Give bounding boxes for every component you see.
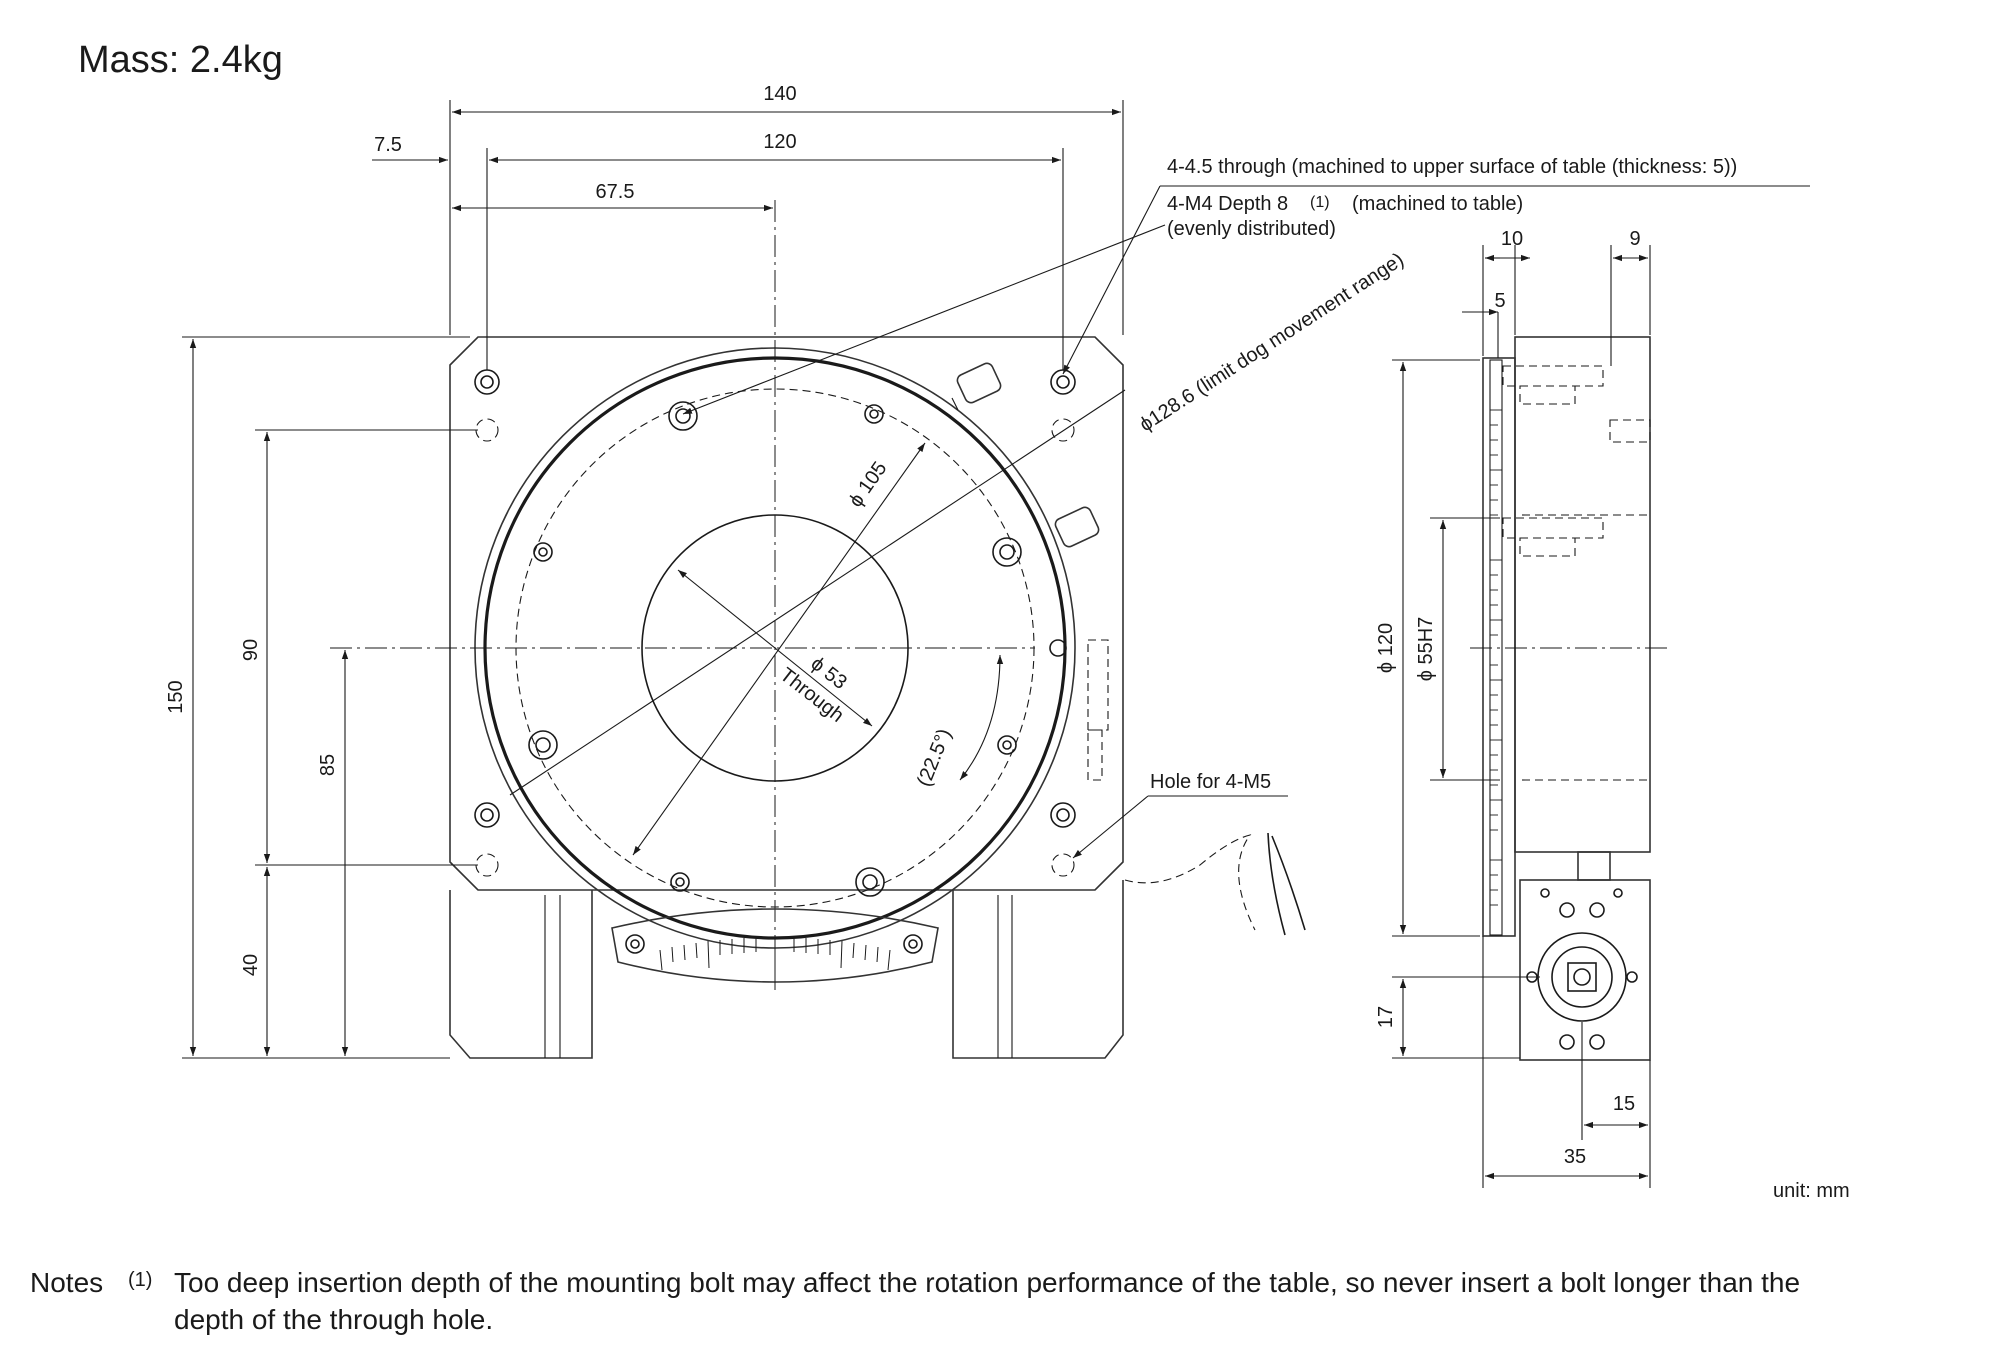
notes-line-1: Too deep insertion depth of the mounting…	[174, 1267, 1801, 1298]
angular-scale-ticks	[659, 936, 891, 985]
hidden-hole-right-upper	[1051, 418, 1075, 442]
lower-housing	[449, 890, 593, 1059]
corner-hole-bottom-left	[474, 802, 500, 828]
dim-67-5: 67.5	[596, 181, 635, 203]
callout-tapped-holes: 4-M4 Depth 8	[1167, 193, 1288, 215]
dim-85: 85	[317, 754, 339, 776]
dim-side-5: 5	[1494, 290, 1505, 312]
dim-40: 40	[240, 954, 262, 976]
notes-ref: (1)	[128, 1269, 153, 1291]
unit-label: unit: mm	[1773, 1180, 1850, 1202]
side-flange	[1482, 357, 1516, 937]
hidden-hole-left-lower	[475, 853, 499, 877]
dim-angle: (22.5°)	[913, 726, 956, 790]
base-plate-outline	[449, 336, 1124, 891]
dim-7-5: 7.5	[374, 134, 402, 156]
dim-limit-dog: ϕ128.6 (limit dog movement range)	[1136, 249, 1408, 436]
dim-140: 140	[763, 83, 796, 105]
corner-hole-top-left	[474, 369, 500, 395]
dim-150: 150	[165, 680, 187, 713]
hidden-hole-right-lower	[1051, 853, 1075, 877]
table-holes	[528, 401, 1022, 897]
side-view	[1470, 336, 1670, 1061]
dim-side-9: 9	[1629, 228, 1640, 250]
dim-side-35: 35	[1564, 1146, 1586, 1168]
corner-hole-bottom-right	[1050, 802, 1076, 828]
dim-90: 90	[240, 639, 262, 661]
dim-side-10: 10	[1501, 228, 1523, 250]
limit-switch	[1049, 639, 1109, 781]
side-scale-ticks	[1490, 409, 1502, 906]
dim-side-phi-55h7: ϕ 55H7	[1415, 617, 1437, 682]
side-body	[1514, 336, 1651, 853]
callout-mount-holes: Hole for 4-M5	[1150, 771, 1271, 793]
dim-phi-105: ϕ 105	[845, 458, 892, 512]
cable	[1124, 834, 1256, 931]
callout-tapped-suffix: (machined to table)	[1352, 193, 1523, 215]
front-view	[330, 200, 1306, 1059]
callout-note-ref: (1)	[1310, 194, 1330, 211]
notes-label: Notes	[30, 1267, 104, 1298]
angular-scale-plate	[611, 908, 939, 983]
callout-distribution: (evenly distributed)	[1167, 218, 1336, 240]
callout-through-holes: 4-4.5 through (machined to upper surface…	[1167, 156, 1737, 178]
lower-housing-right	[952, 880, 1124, 1059]
callouts: 4-4.5 through (machined to upper surface…	[682, 156, 1810, 859]
clamp-knob-right	[1054, 506, 1100, 548]
side-dimensions: 10 9 5 ϕ 120 ϕ 55H7 17 15 35	[1375, 228, 1651, 1188]
mass-title: Mass: 2.4kg	[78, 39, 283, 81]
notes-line-2: depth of the through hole.	[174, 1304, 494, 1335]
clamp-knob-top	[951, 362, 1002, 411]
dim-120: 120	[763, 131, 796, 153]
hidden-hole-left-upper	[475, 418, 499, 442]
dim-side-17: 17	[1375, 1006, 1397, 1028]
dim-side-15: 15	[1613, 1093, 1635, 1115]
dim-side-phi-120: ϕ 120	[1375, 623, 1397, 673]
